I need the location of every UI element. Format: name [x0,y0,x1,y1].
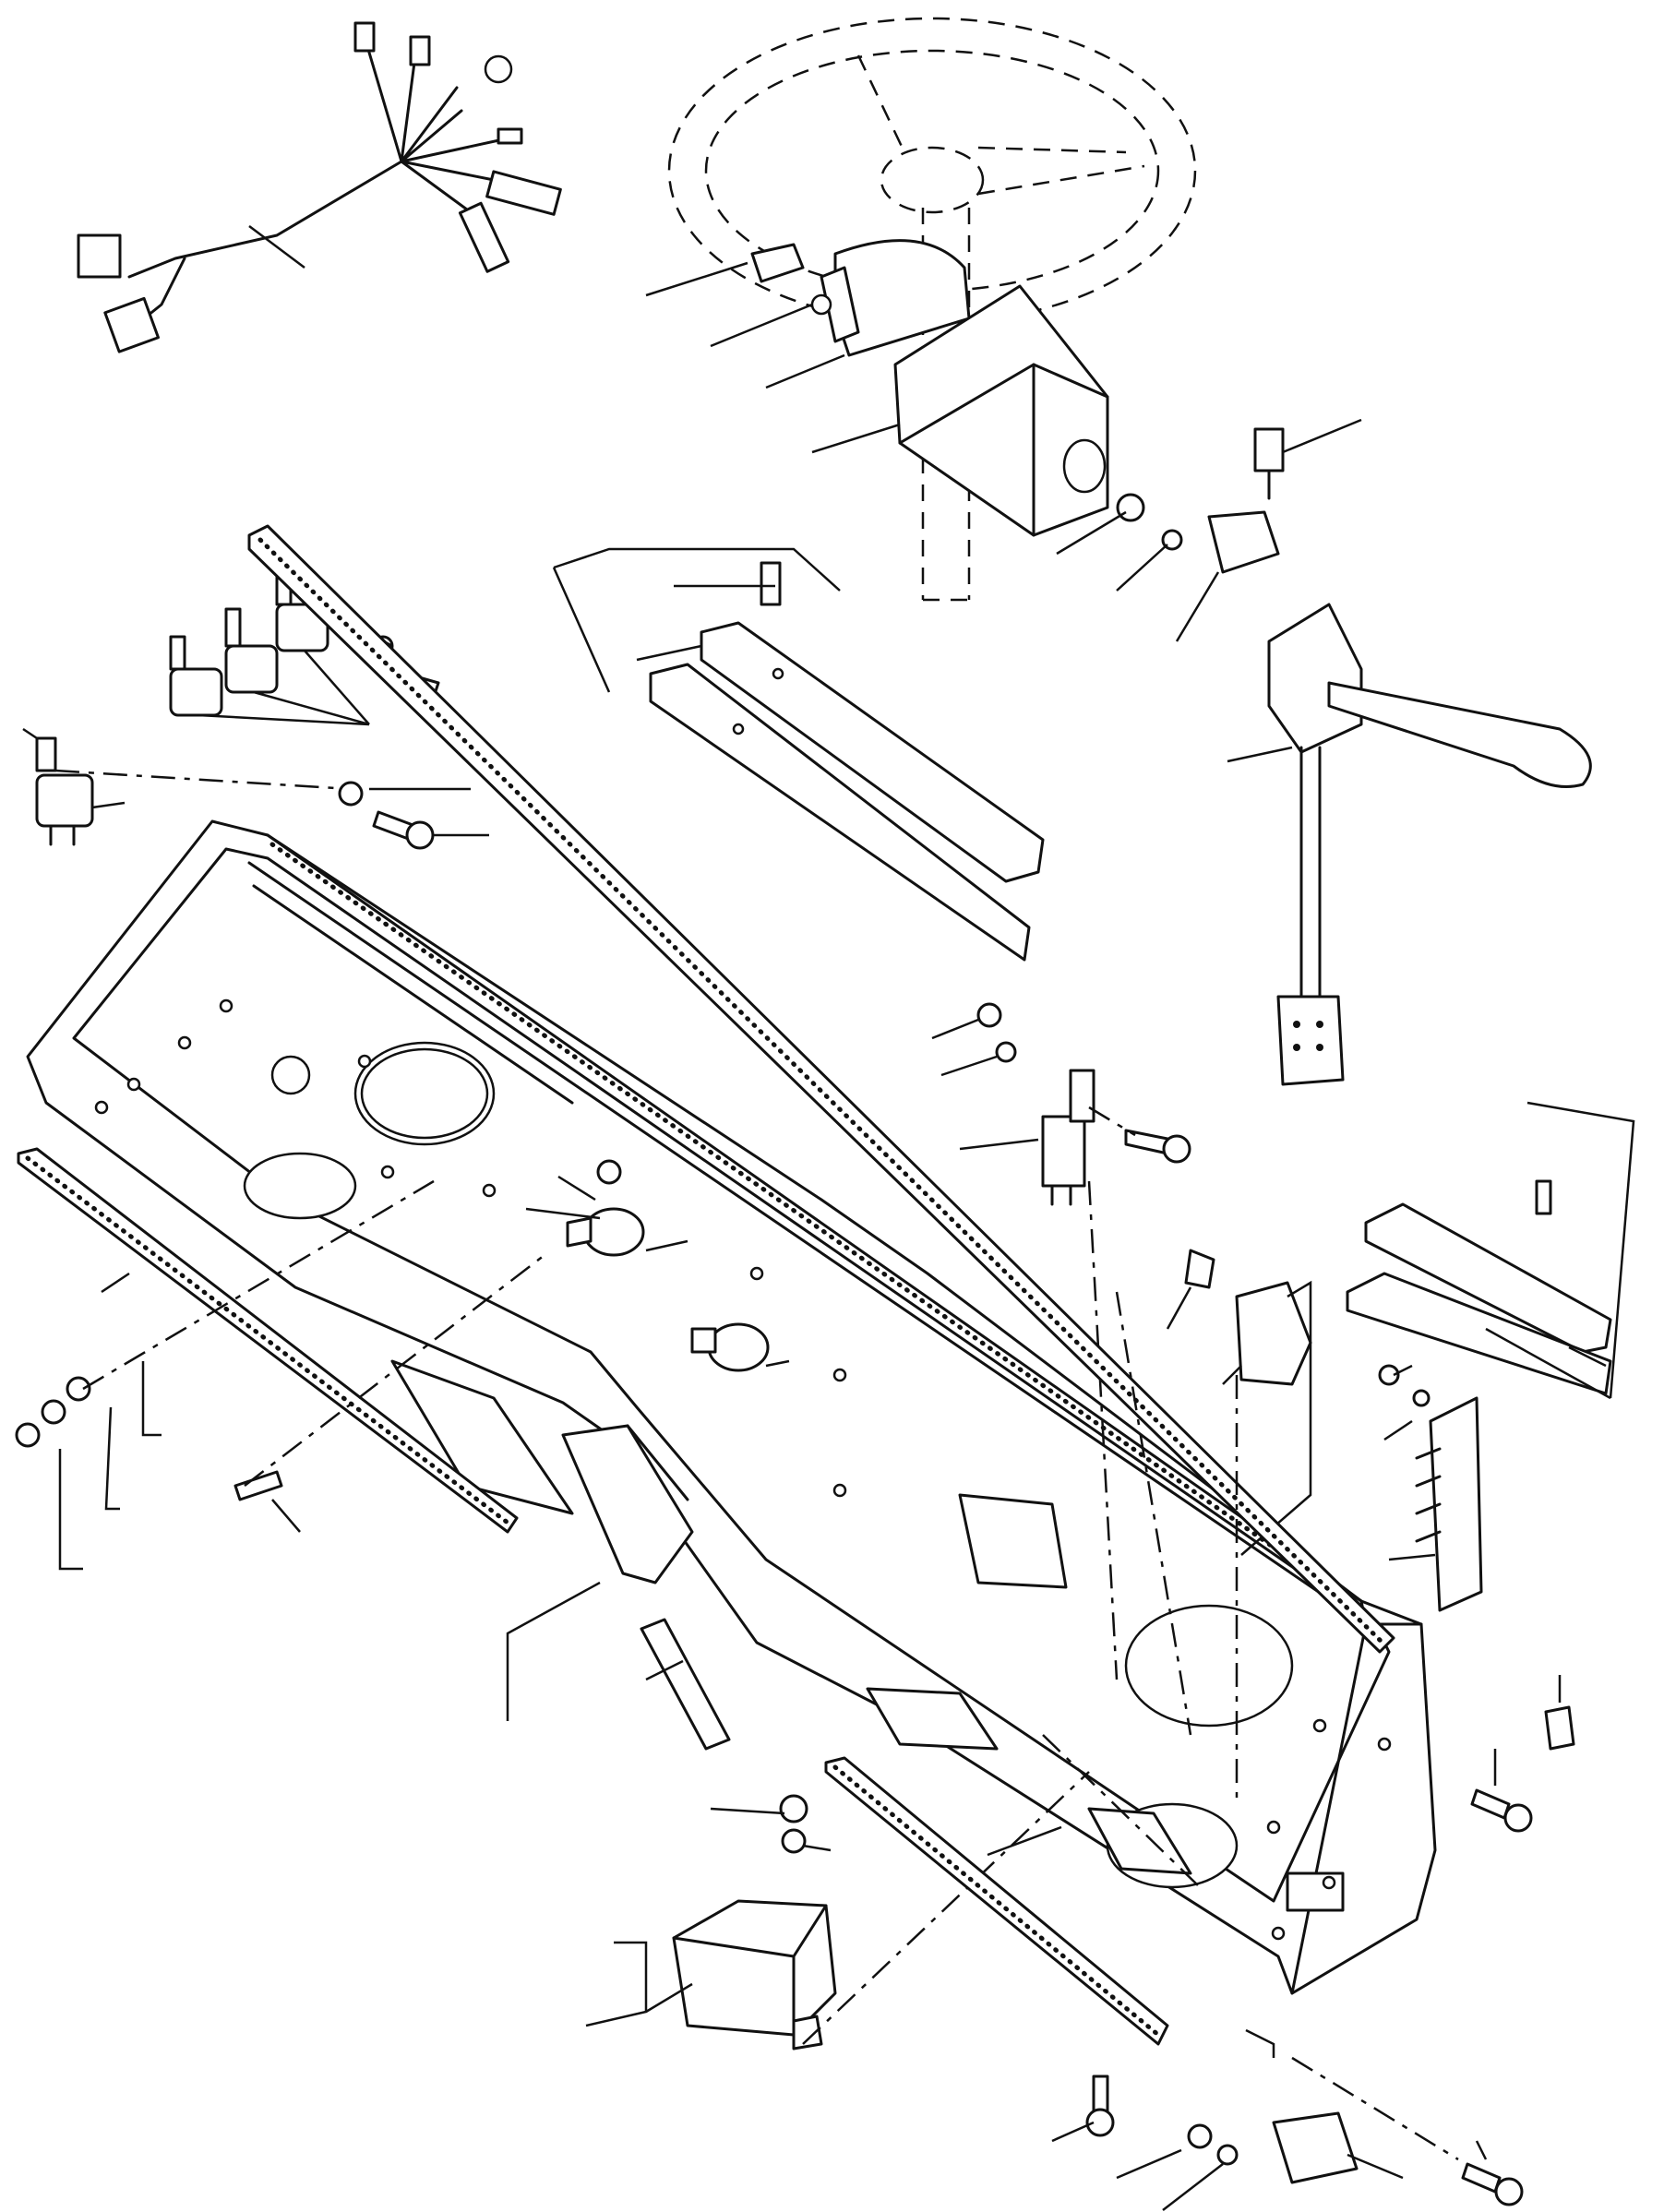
top-trim-strips [552,547,1045,962]
right-trim-strips [1346,1101,1635,1400]
fuse-block [1378,1364,1483,1612]
indicator-cap [1166,1249,1312,1556]
wiring-harness [77,21,562,353]
flasher-relay [22,727,489,850]
center-bracket [506,1424,731,1751]
reference-lines [1042,1291,1239,1888]
combination-switch [1227,603,1592,1086]
steering-column-clamp [645,239,1109,537]
left-gasket-strip [15,524,1395,1654]
bottom-gasket-strip [824,1756,1169,2046]
panel-gauges [525,1159,790,1372]
regulator-box [585,1771,1090,2051]
center-relay [931,1002,1191,1680]
switch-bracket [1056,418,1362,642]
bottom-hardware [1051,1675,1575,2211]
dash-panel [26,819,1437,1995]
